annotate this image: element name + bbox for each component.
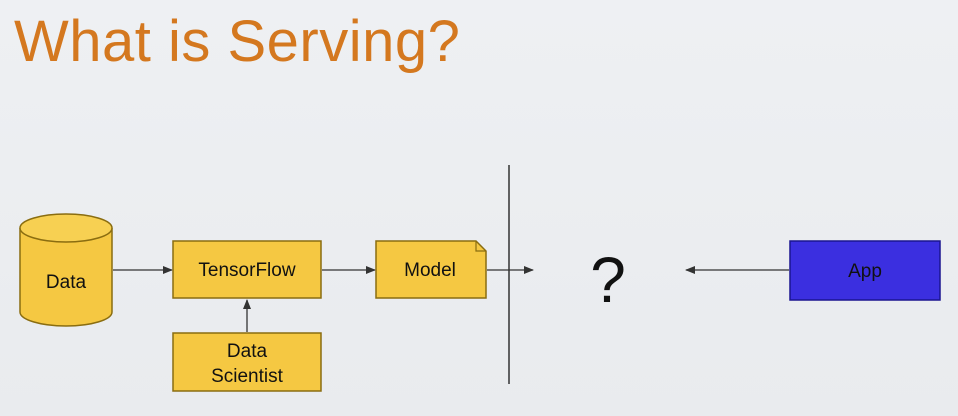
data-cylinder-top [19,213,113,243]
data-label: Data [46,272,87,293]
unknown-question-mark: ? [590,244,626,316]
model-label: Model [404,260,456,281]
app-node: App [789,240,941,301]
app-label: App [848,261,882,282]
slide-title: What is Serving? [14,9,461,74]
data-store: Data [19,213,113,327]
tensorflow-label: TensorFlow [198,260,295,281]
data-scientist-label-line1: Data [227,341,268,362]
model-fold [475,241,486,252]
data-scientist-box [172,332,322,392]
tensorflow-node: TensorFlow [172,240,322,299]
data-scientist-node: Data Scientist [172,332,322,392]
app-box [789,240,941,301]
tensorflow-box [172,240,322,299]
data-cylinder-body [19,228,113,327]
model-node: Model [375,240,487,299]
model-box [375,240,487,299]
data-scientist-label-line2: Scientist [211,366,284,387]
